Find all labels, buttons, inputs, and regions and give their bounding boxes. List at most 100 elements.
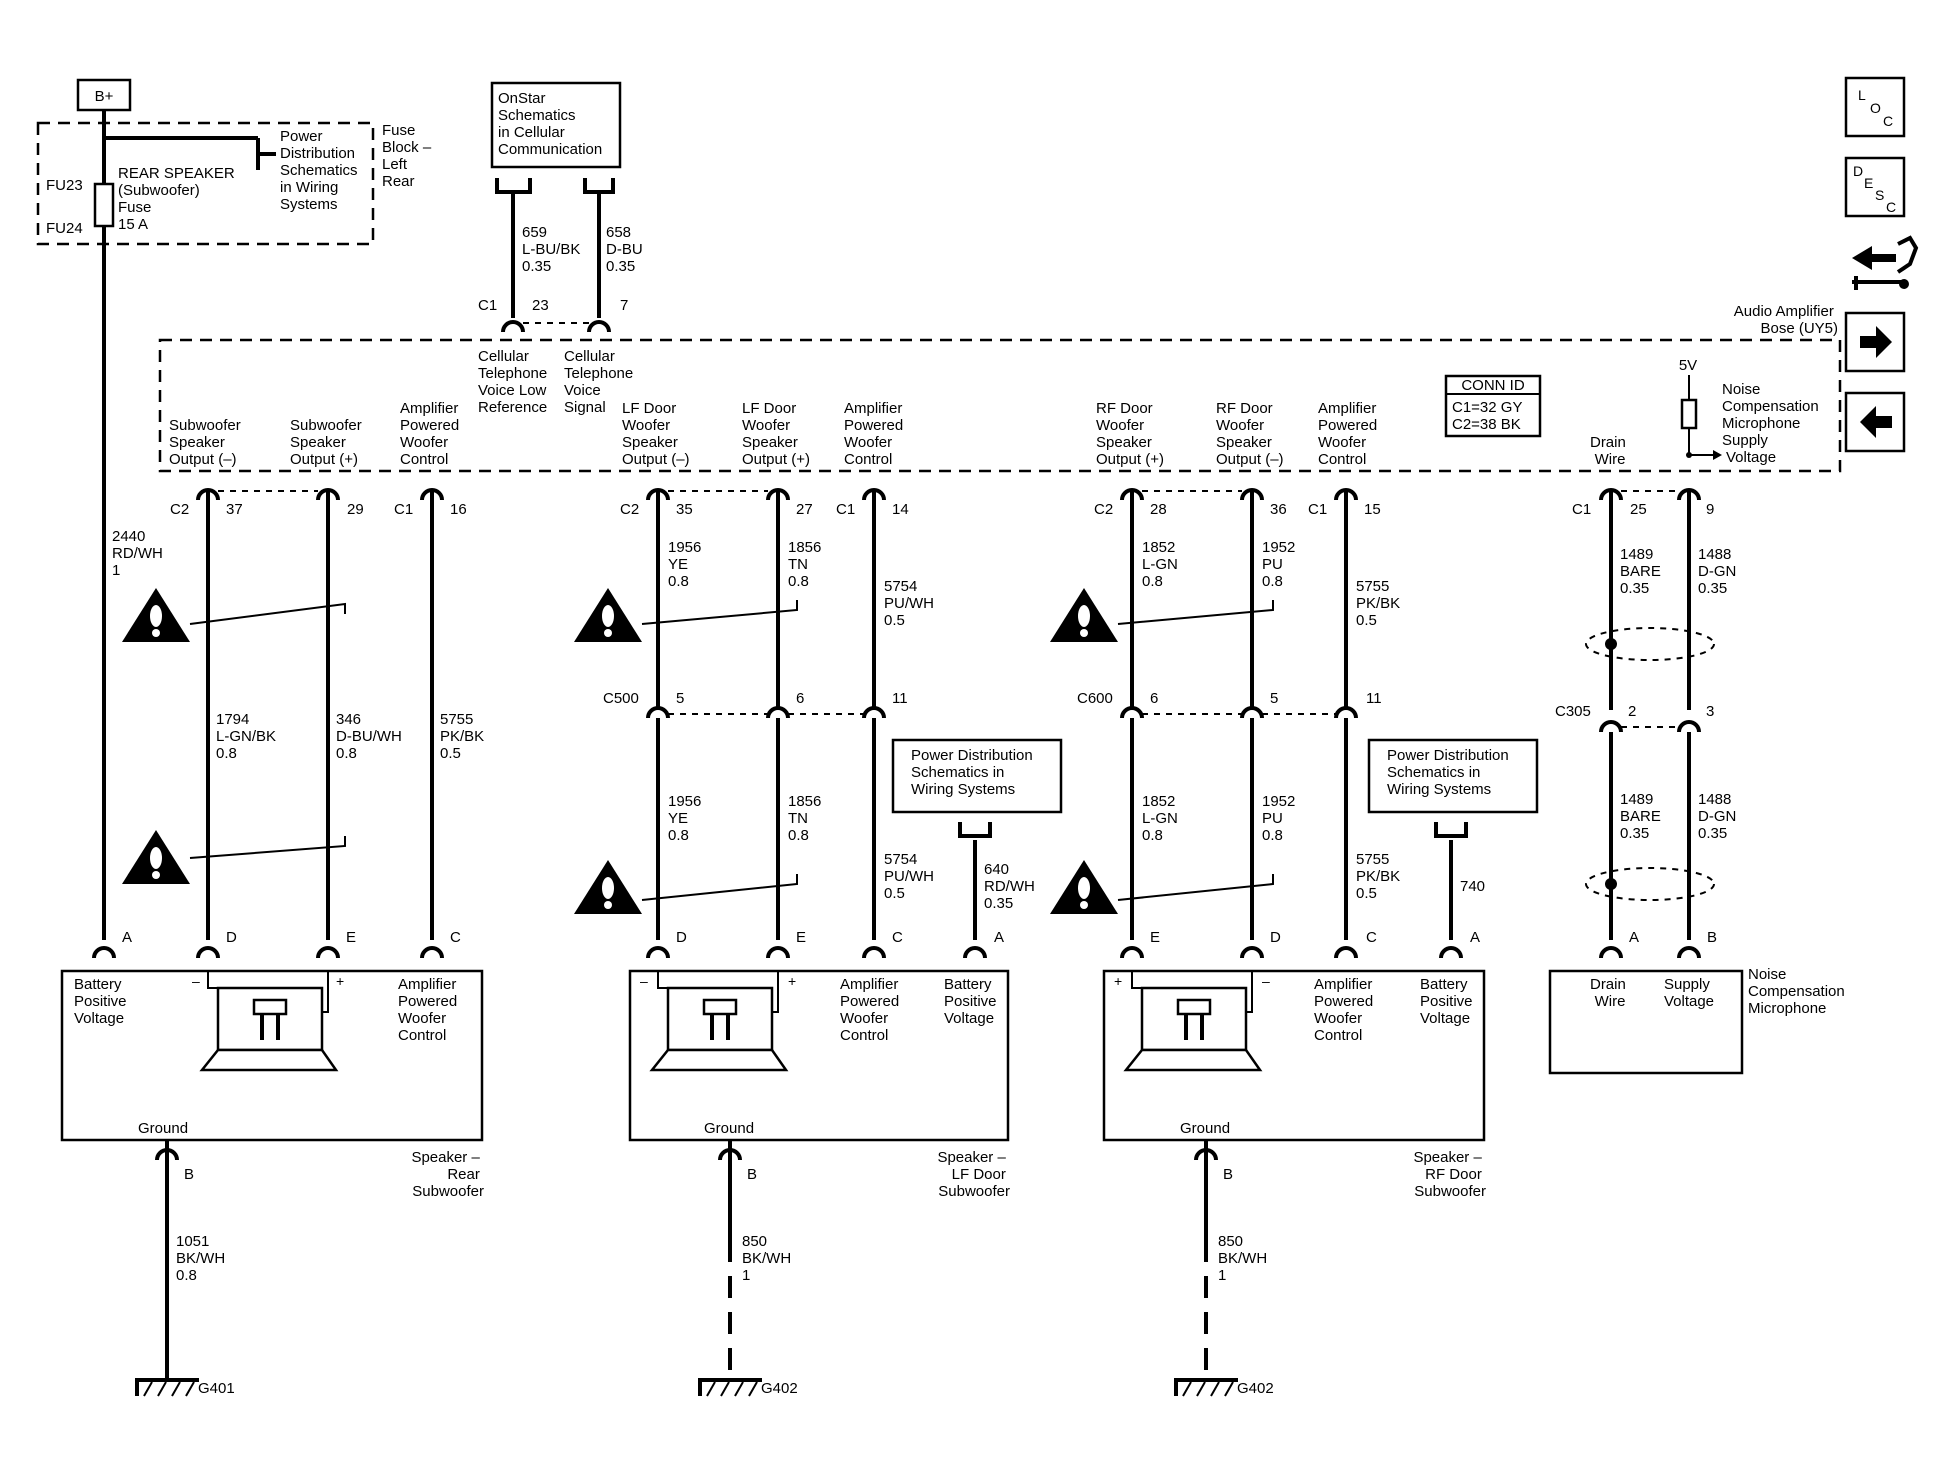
wire-1488-upper-label: 1488 D-GN 0.35 — [1698, 546, 1741, 597]
wire-2440-label: 2440 RD/WH 1 — [112, 528, 167, 579]
wire-850-lf-label: 850 BK/WH 1 — [742, 1233, 795, 1284]
rf-pin-b: B — [1223, 1166, 1233, 1183]
fuse-block-label: Fuse Block – Left Rear — [382, 122, 435, 190]
pin-28: 28 — [1150, 501, 1167, 518]
lf-amp-label: Amplifier Powered Woofer Control — [840, 976, 903, 1044]
lf-pin-a: A — [994, 929, 1004, 946]
wire-1956-upper-label: 1956 YE 0.8 — [668, 539, 706, 590]
c600-pin-6: 6 — [1150, 690, 1158, 707]
wire-1489-upper-label: 1489 BARE 0.35 — [1620, 546, 1665, 597]
amp-connectors: C2 37 29 C1 16 C2 35 27 C1 14 C2 28 36 C… — [170, 488, 1714, 518]
wire-1488-lower-label: 1488 D-GN 0.35 — [1698, 791, 1741, 842]
ground-g402-lf: G402 — [761, 1380, 798, 1397]
speaker-icon — [1123, 986, 1263, 1072]
pin-36: 36 — [1270, 501, 1287, 518]
speaker-icon — [199, 986, 339, 1072]
connector-tool-icon[interactable] — [1852, 235, 1919, 290]
wire-659-label: 659 L-BU/BK 0.35 — [522, 224, 585, 275]
conn-c1-sub: C1 — [394, 501, 413, 518]
wire-1051-label: 1051 BK/WH 0.8 — [176, 1233, 229, 1284]
rf-plus: + — [1114, 973, 1122, 989]
rear-pin-d: D — [226, 929, 237, 946]
power-dist-ref-rf: Power Distribution Schematics in Wiring … — [1387, 747, 1513, 798]
rear-pin-b: B — [184, 1166, 194, 1183]
wires — [206, 491, 1691, 940]
wire-5755-sub-label: 5755 PK/BK 0.5 — [440, 711, 488, 762]
speaker-lf-subwoofer: – + Amplifier Powered Woofer Control Bat… — [628, 969, 1010, 1380]
rf-pin-a: A — [1470, 929, 1480, 946]
onstar-reference: OnStar Schematics in Cellular Communicat… — [478, 81, 643, 333]
pin-lf-neg-label: LF Door Woofer Speaker Output (–) — [622, 400, 690, 468]
loc-letter-c: C — [1883, 113, 1893, 129]
lf-plus: + — [788, 973, 796, 989]
rf-batt-label: Battery Positive Voltage — [1420, 976, 1477, 1027]
supply-5v-label: 5V — [1679, 357, 1697, 374]
conn-c600: C600 — [1077, 690, 1113, 707]
wire-640-label: 640 RD/WH 0.35 — [984, 861, 1039, 912]
conn-c2-sub: C2 — [170, 501, 189, 518]
wire-1856-lower-label: 1856 TN 0.8 — [788, 793, 826, 844]
rf-ground-label: Ground — [1180, 1120, 1230, 1137]
next-page-button[interactable] — [1844, 311, 1906, 373]
desc-letter-d: D — [1853, 163, 1863, 179]
loc-button[interactable]: L O C — [1844, 76, 1906, 138]
wire-1794-label: 1794 L-GN/BK 0.8 — [216, 711, 280, 762]
lf-pin-e: E — [796, 929, 806, 946]
desc-letter-s: S — [1875, 187, 1884, 203]
rf-pin-c: C — [1366, 929, 1377, 946]
conn-c500: C500 — [603, 690, 639, 707]
ground-g402-rf: G402 — [1237, 1380, 1274, 1397]
lf-pin-d: D — [676, 929, 687, 946]
pin-16: 16 — [450, 501, 467, 518]
wire-labels: 2440 RD/WH 1 1794 L-GN/BK 0.8 346 D-BU/W… — [112, 528, 1741, 1284]
mic-supply-label: Supply Voltage — [1664, 976, 1714, 1010]
warning-icon — [122, 588, 190, 642]
conn-c2-spec: C2=38 BK — [1452, 416, 1521, 433]
rear-pin-a: A — [122, 929, 132, 946]
mic-pin-a: A — [1629, 929, 1639, 946]
onstar-ref-text: OnStar Schematics in Cellular Communicat… — [498, 90, 602, 158]
rear-ground-label: Ground — [138, 1120, 188, 1137]
lf-pin-c: C — [892, 929, 903, 946]
conn-c1-onstar: C1 — [478, 297, 497, 314]
rear-batt-label: Battery Positive Voltage — [74, 976, 131, 1027]
conn-c1-lf: C1 — [836, 501, 855, 518]
ground-icon — [1174, 1378, 1238, 1397]
c500-pin-11: 11 — [892, 690, 908, 707]
warning-icon — [1050, 860, 1118, 914]
lf-batt-label: Battery Positive Voltage — [944, 976, 1001, 1027]
conn-c2-lf: C2 — [620, 501, 639, 518]
fuse-symbol — [93, 182, 115, 228]
lf-speaker-name: Speaker – LF Door Subwoofer — [937, 1149, 1010, 1200]
c305-pin-2: 2 — [1628, 703, 1636, 720]
pin-7: 7 — [620, 297, 628, 314]
grounds: G401 G402 G402 — [135, 1378, 1274, 1397]
pullup-resistor — [1680, 398, 1698, 430]
audio-amplifier: Audio Amplifier Bose (UY5) Cellular Tele… — [158, 303, 1842, 473]
pin-amp-ctrl-label-3: Amplifier Powered Woofer Control — [1318, 400, 1381, 468]
rf-pin-d: D — [1270, 929, 1281, 946]
rear-amp-label: Amplifier Powered Woofer Control — [398, 976, 461, 1044]
c600-pin-11: 11 — [1366, 690, 1382, 707]
rf-minus: – — [1262, 973, 1270, 989]
desc-letter-c: C — [1886, 199, 1896, 215]
ground-icon — [135, 1378, 199, 1397]
pin-drain-label: Drain Wire — [1590, 434, 1630, 468]
pin-cell-low-label: Cellular Telephone Voice Low Reference — [478, 348, 551, 416]
speaker-rf-subwoofer: + – Amplifier Powered Woofer Control Bat… — [1102, 969, 1486, 1380]
conn-id-table — [1444, 374, 1542, 438]
fuse-label: REAR SPEAKER (Subwoofer) Fuse 15 A — [118, 165, 239, 233]
previous-page-button[interactable] — [1844, 391, 1906, 453]
wire-850-rf-label: 850 BK/WH 1 — [1218, 1233, 1271, 1284]
conn-c305: C305 — [1555, 703, 1591, 720]
wire-5754-upper-label: 5754 PU/WH 0.5 — [884, 578, 938, 629]
power-distribution-refs: Power Distribution Schematics in Wiring … — [891, 738, 1539, 838]
arrow-right-icon — [1860, 326, 1892, 358]
warning-icon — [574, 588, 642, 642]
speaker-rear-subwoofer: Battery Positive Voltage Amplifier Power… — [60, 969, 484, 1380]
pin-amp-ctrl-label-1: Amplifier Powered Woofer Control — [400, 400, 463, 468]
desc-button[interactable]: D E S C — [1844, 156, 1906, 218]
ground-icon — [698, 1378, 762, 1397]
pin-15: 15 — [1364, 501, 1381, 518]
